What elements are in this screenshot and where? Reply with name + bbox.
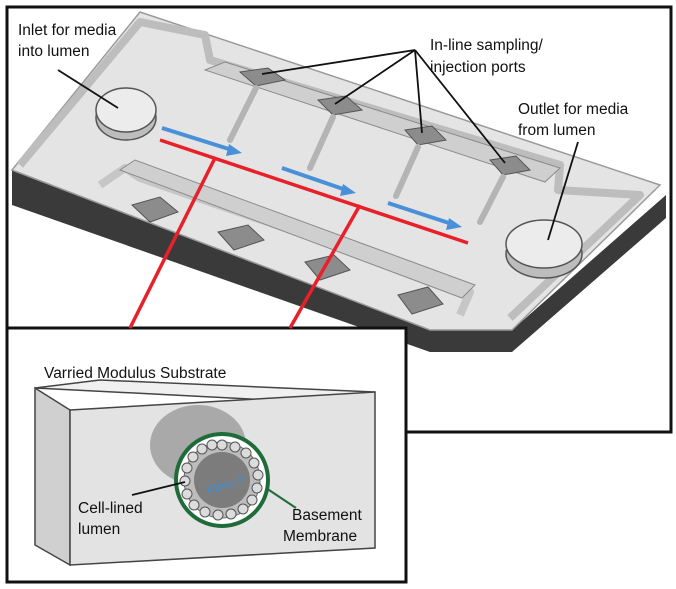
ports-leader-2: [334, 49, 416, 105]
lower-sampling-ports: [131, 196, 444, 315]
substrate-label: Varried Modulus Substrate: [44, 365, 226, 382]
cell-lined-label-1: Cell-lined: [78, 500, 143, 517]
lower-port-4: [397, 286, 444, 315]
inlet-label-2: into lumen: [18, 43, 90, 60]
inlet-well: [95, 87, 157, 141]
ports-leader-3: [414, 49, 423, 134]
zoom-line-right: [288, 204, 362, 329]
lumen-channel: [159, 138, 469, 245]
upper-port-3: [404, 125, 448, 146]
flow-arrows: [161, 126, 462, 230]
lower-port-1: [131, 196, 179, 223]
basement-label-1: Basement: [292, 507, 362, 524]
port-stems: [227, 85, 506, 225]
device-base-edge: [12, 170, 666, 352]
ports-label-1: In-line sampling/: [430, 37, 544, 54]
basement-label-2: Membrane: [283, 528, 357, 545]
upper-port-2: [316, 95, 364, 116]
outlet-leader: [547, 141, 579, 241]
ports-leader-4: [414, 49, 506, 164]
basement-leader: [265, 487, 297, 509]
outlet-label-2: from lumen: [518, 122, 596, 139]
substrate-side-face: [34, 386, 71, 567]
lower-port-3: [304, 254, 351, 281]
lower-port-wall: [118, 159, 476, 299]
cross-section-inset: Flow-> Varried Modulus Substrate Cell-li…: [5, 157, 408, 584]
cell-lined-label-2: lumen: [78, 521, 120, 538]
upper-port-4: [489, 155, 532, 176]
inlet-leader: [57, 69, 119, 109]
cells: [179, 439, 264, 521]
leader-lines: [57, 49, 579, 241]
upper-port-wall: [203, 61, 561, 183]
ports-leader-1: [261, 49, 416, 75]
outlet-well: [505, 219, 583, 279]
lower-port-2: [217, 224, 265, 251]
lumen-interior: [194, 452, 250, 508]
ports-label-2: injection ports: [430, 59, 526, 76]
device-top-surface: [10, 11, 662, 331]
outlet-label-1: Outlet for media: [518, 101, 629, 118]
cell-lined-leader: [131, 481, 186, 496]
inlet-label-1: Inlet for media: [18, 22, 117, 39]
zoom-line-left: [128, 157, 217, 329]
